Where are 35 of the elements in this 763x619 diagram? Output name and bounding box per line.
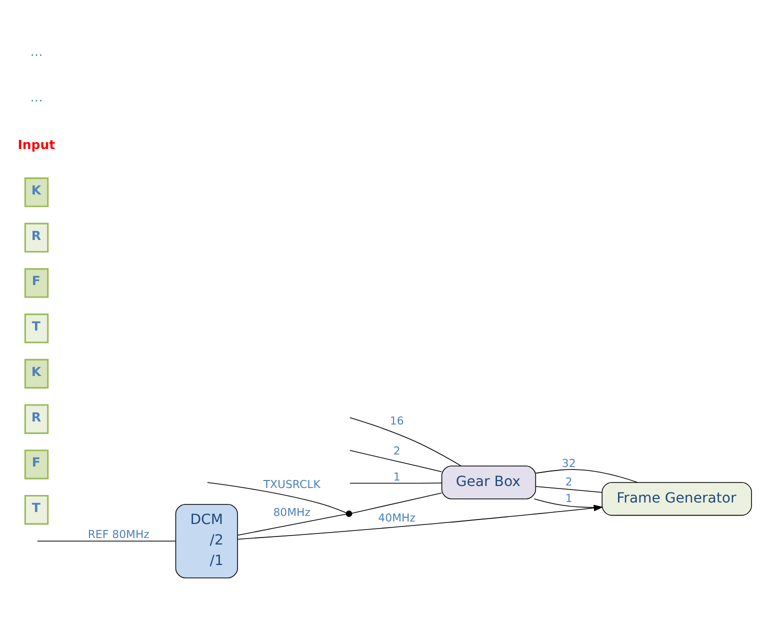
edge-label: 80MHz <box>273 506 311 519</box>
edge-label: 1 <box>393 470 400 483</box>
node-box: R <box>24 404 49 434</box>
label: Input <box>18 136 56 152</box>
edge-label: REF 80MHz <box>88 528 150 541</box>
edge-label: 2 <box>565 475 572 488</box>
edge-label: 2 <box>393 444 400 457</box>
connector <box>207 482 347 513</box>
connector <box>237 513 347 536</box>
node-box: DCM /2 /1 <box>175 503 238 578</box>
label: ⋯ <box>30 46 43 62</box>
node-box: Frame Generator <box>602 482 752 516</box>
edge-label: 1 <box>565 492 572 505</box>
node-box: F <box>24 268 49 298</box>
edge-label: 16 <box>390 414 404 428</box>
connector <box>350 416 462 466</box>
node-box: K <box>24 176 49 207</box>
edge-label: TXUSRCLK <box>263 478 320 491</box>
connector <box>352 492 442 514</box>
node-circle <box>346 510 352 516</box>
node-box: T <box>24 494 49 524</box>
node-box: R <box>24 222 49 252</box>
connector <box>350 482 442 484</box>
node-box: K <box>24 358 49 388</box>
connector <box>350 450 442 472</box>
node-box: Gear Box <box>441 465 536 499</box>
connector <box>535 486 602 492</box>
connector <box>535 468 638 482</box>
connector <box>534 498 602 508</box>
node-box: T <box>24 313 49 343</box>
label: ⋯ <box>30 92 43 108</box>
edge-label: 40MHz <box>378 511 416 524</box>
connector <box>37 540 176 541</box>
edge-label: 32 <box>562 456 576 470</box>
node-box: F <box>24 449 49 479</box>
